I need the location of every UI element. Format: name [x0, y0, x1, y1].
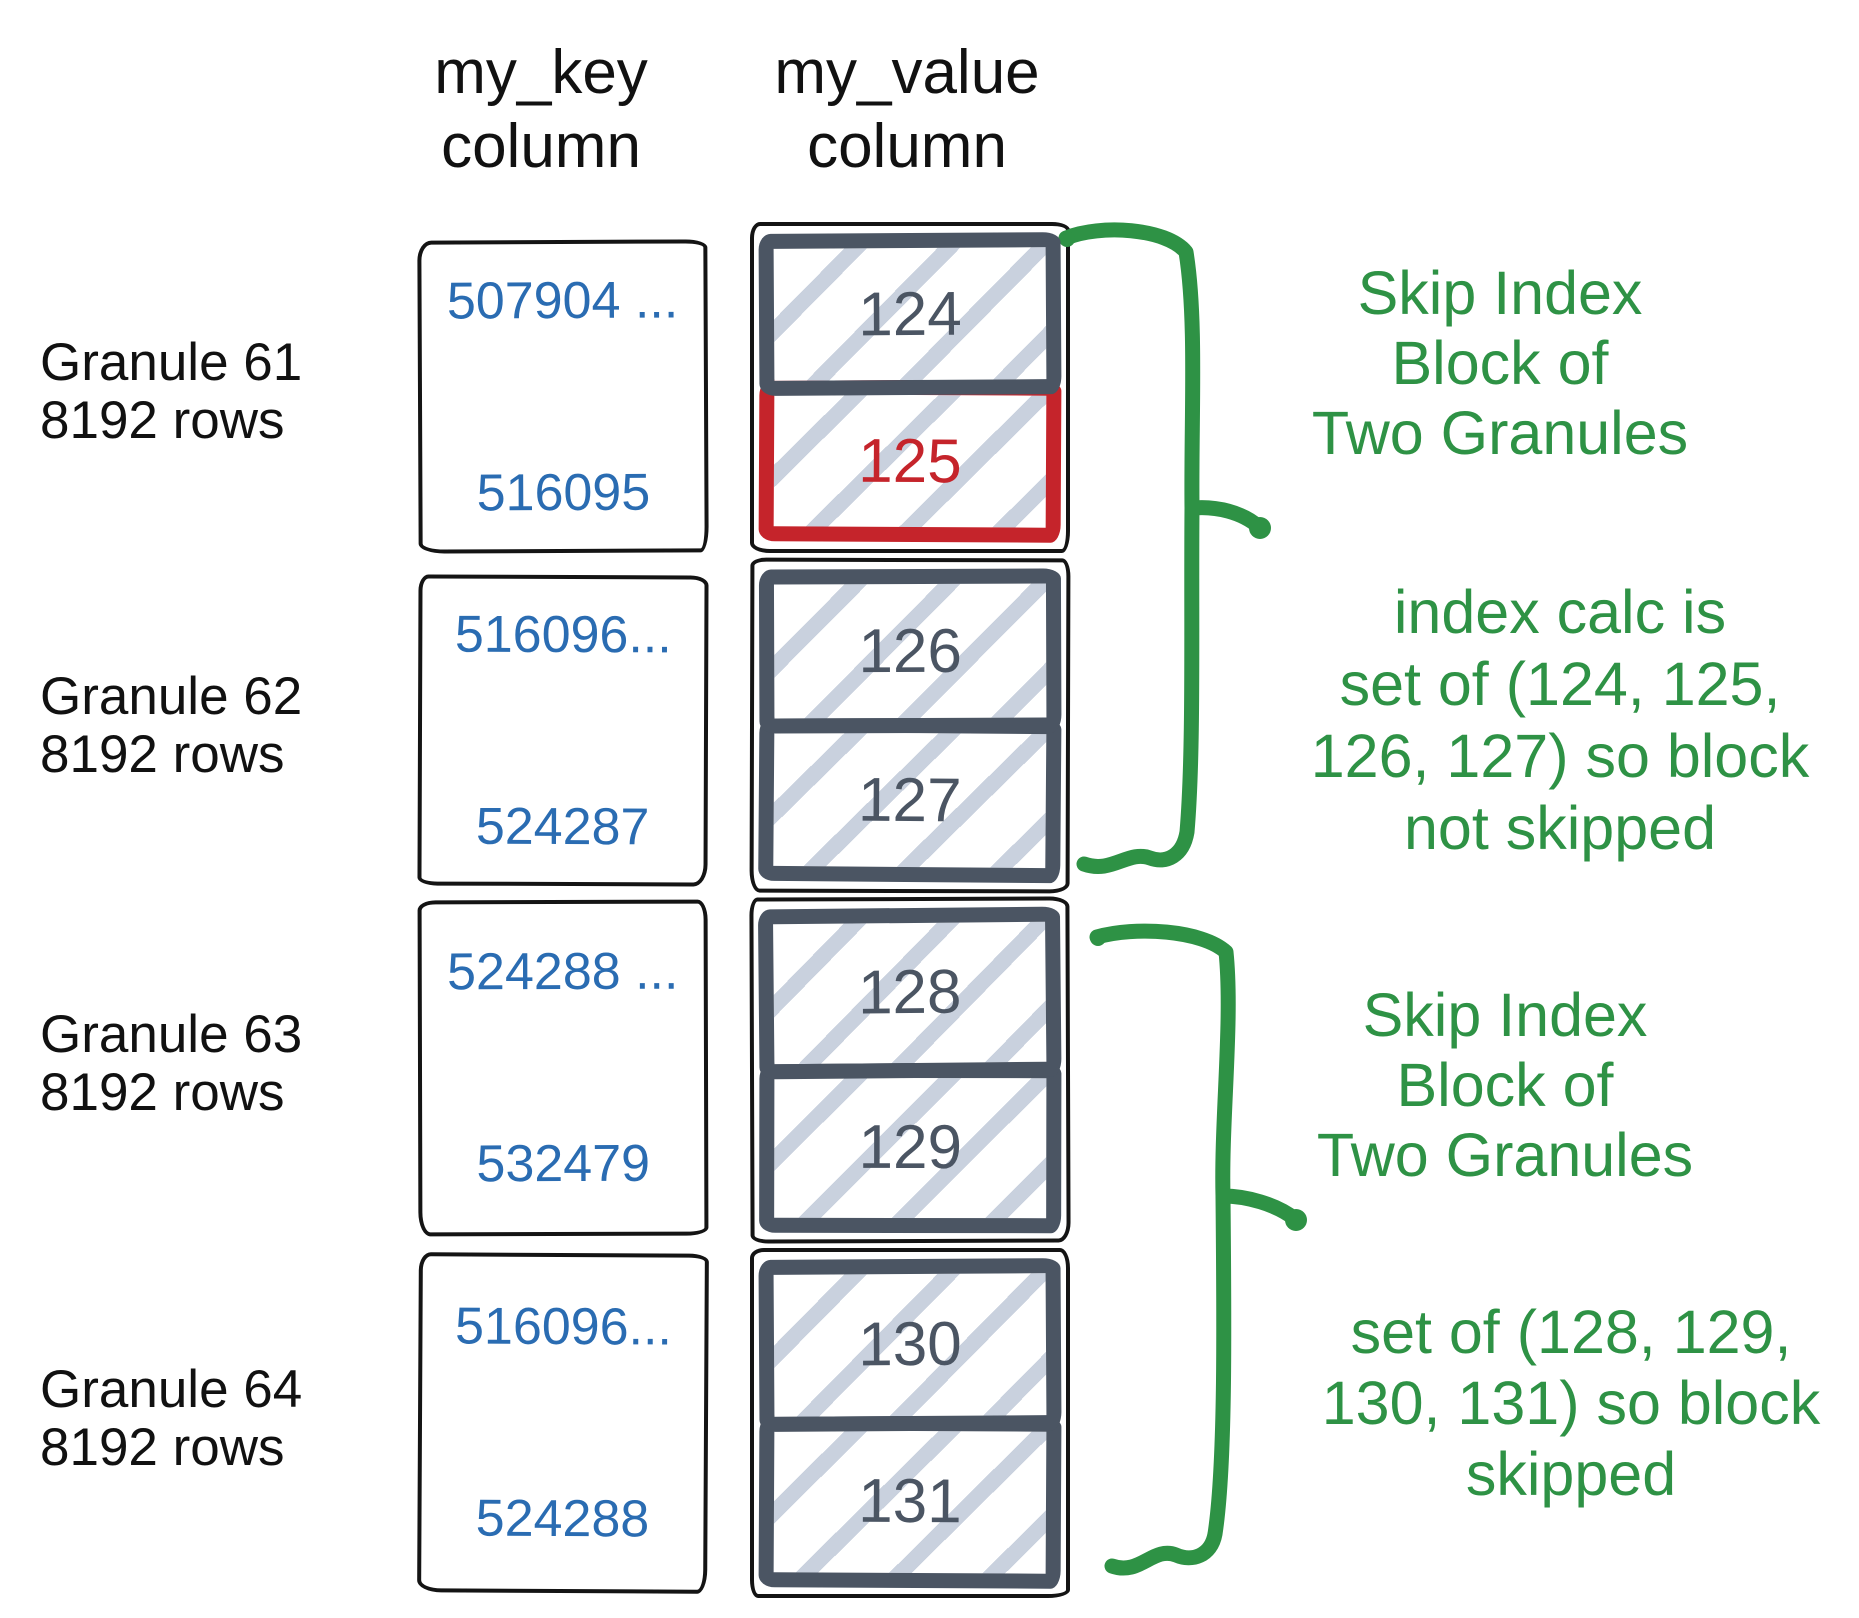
- granule-name: Granule 61: [40, 333, 303, 392]
- value-block-stack: 124 125: [758, 232, 1062, 543]
- annotation-line: 126, 127) so block: [1310, 722, 1810, 790]
- header-line: my_key: [434, 38, 648, 107]
- key-min: 516096...: [454, 605, 672, 664]
- my-key-column-header: my_key column: [386, 36, 696, 184]
- granule-64-key-range: 516096... 524288: [453, 1166, 673, 1618]
- value-block-stack: 130 131: [758, 1258, 1062, 1588]
- granule-63-label: Granule 63 8192 rows: [40, 1006, 350, 1122]
- granule-name: Granule 63: [40, 1005, 303, 1064]
- granule-rows: 8192 rows: [40, 1063, 285, 1122]
- block-number: 130: [858, 1309, 962, 1380]
- key-max: 524288: [475, 1489, 650, 1549]
- granule-64-value-blocks: 130 131: [750, 1248, 1070, 1598]
- value-block-stack: 128 129: [757, 906, 1062, 1233]
- header-line: column: [441, 112, 641, 181]
- value-block-125-highlighted: 125: [758, 379, 1062, 543]
- annotation-line: skipped: [1465, 1440, 1677, 1508]
- block-number: 125: [858, 426, 962, 496]
- granule-61-label: Granule 61 8192 rows: [40, 334, 350, 450]
- annotation-skip-index-block-1: Skip Index Block of Two Granules: [1250, 258, 1750, 468]
- granule-name: Granule 64: [40, 1360, 303, 1419]
- annotation-skipped: set of (128, 129, 130, 131) so block ski…: [1293, 1297, 1849, 1510]
- granule-rows: 8192 rows: [40, 725, 285, 784]
- annotation-line: 130, 131) so block: [1321, 1369, 1821, 1437]
- value-block-stack: 126 127: [758, 568, 1062, 884]
- header-line: my_value: [774, 38, 1040, 107]
- granule-name: Granule 62: [40, 667, 303, 726]
- granule-64-label: Granule 64 8192 rows: [40, 1361, 350, 1477]
- block-number: 126: [858, 616, 963, 686]
- annotation-line: Two Granules: [1316, 1121, 1694, 1189]
- key-min: 524288 ...: [447, 942, 679, 1002]
- header-line: column: [807, 112, 1007, 181]
- annotation-line: Skip Index: [1357, 259, 1643, 327]
- value-block-130: 130: [758, 1258, 1062, 1432]
- block-number: 124: [858, 279, 962, 349]
- key-min: 516096...: [454, 1297, 673, 1357]
- annotation-line: not skipped: [1404, 794, 1716, 862]
- granule-61-value-blocks: 124 125: [750, 222, 1070, 553]
- value-block-124: 124: [758, 232, 1062, 396]
- block-number: 127: [857, 765, 962, 835]
- annotation-line: index calc is: [1393, 578, 1727, 646]
- granule-rows: 8192 rows: [40, 1418, 285, 1477]
- block-number: 131: [858, 1466, 962, 1537]
- granule-63-value-blocks: 128 129: [749, 896, 1071, 1244]
- granule-62-label: Granule 62 8192 rows: [40, 668, 350, 784]
- annotation-skip-index-block-2: Skip Index Block of Two Granules: [1255, 980, 1755, 1190]
- granule-62-value-blocks: 126 127: [749, 557, 1071, 894]
- value-block-131: 131: [758, 1414, 1062, 1588]
- key-min: 507904 ...: [446, 270, 679, 331]
- my-value-column-header: my_value column: [752, 36, 1062, 184]
- annotation-line: Block of: [1396, 1051, 1614, 1119]
- granule-64-key-box: 516096... 524288: [417, 1252, 709, 1594]
- granule-rows: 8192 rows: [40, 391, 285, 450]
- skip-block-bracket-1: [1058, 222, 1271, 874]
- annotation-line: set of (128, 129,: [1350, 1298, 1792, 1366]
- block-number: 128: [857, 957, 962, 1028]
- annotation-line: Two Granules: [1311, 399, 1689, 467]
- value-block-129: 129: [759, 1062, 1062, 1233]
- annotation-line: set of (124, 125,: [1339, 650, 1781, 718]
- block-number: 129: [858, 1112, 963, 1182]
- annotation-line: Skip Index: [1362, 981, 1648, 1049]
- annotation-not-skipped: index calc is set of (124, 125, 126, 127…: [1282, 576, 1838, 864]
- value-block-126: 126: [758, 568, 1062, 734]
- annotation-line: Block of: [1391, 329, 1609, 397]
- value-block-128: 128: [757, 906, 1062, 1079]
- value-block-127: 127: [758, 716, 1062, 884]
